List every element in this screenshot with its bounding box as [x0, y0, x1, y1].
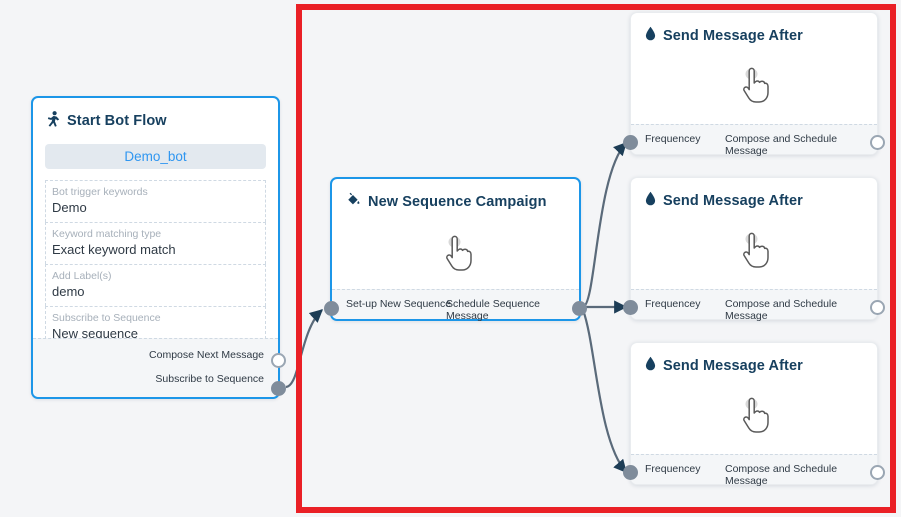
field-label: Add Label(s) [52, 270, 112, 282]
field-value: Exact keyword match [52, 242, 176, 257]
output-port-schedule-sequence-message[interactable] [572, 301, 587, 316]
output-port-label: Schedule Sequence Message [446, 298, 540, 322]
node-footer: Frequencey Compose and Schedule Message [631, 289, 877, 322]
port-label: Compose Next Message [149, 349, 264, 361]
node-footer: Frequencey Compose and Schedule Message [631, 124, 877, 157]
node-start-bot-flow[interactable]: Start Bot Flow Demo_bot Bot trigger keyw… [31, 96, 286, 399]
node-title-text: Send Message After [663, 192, 803, 209]
input-port-label: Set-up New Sequence [346, 298, 452, 310]
input-port-frequency[interactable] [623, 135, 638, 150]
node-title-text: Send Message After [663, 357, 803, 374]
port-row-subscribe-to-sequence[interactable]: Subscribe to Sequence [33, 367, 278, 391]
droplet-icon [645, 356, 656, 375]
node-new-sequence-campaign[interactable]: New Sequence Campaign Set-up New Sequenc… [324, 177, 587, 322]
port-row-compose-next-message[interactable]: Compose Next Message [33, 343, 278, 367]
bot-name-pill[interactable]: Demo_bot [45, 144, 266, 169]
field-label: Subscribe to Sequence [52, 312, 161, 324]
input-port-label: Frequencey [645, 463, 701, 475]
node-send-message-after[interactable]: Send Message After Frequencey Compose an… [623, 342, 885, 487]
field-list: Bot trigger keywords Demo Keyword matchi… [45, 180, 266, 349]
running-person-icon [47, 111, 60, 131]
input-port-set-up-new-sequence[interactable] [324, 301, 339, 316]
field-label: Keyword matching type [52, 228, 162, 240]
output-port-subscribe-to-sequence[interactable] [271, 381, 286, 396]
node-title-text: Start Bot Flow [67, 113, 167, 129]
hand-pointer-icon [731, 393, 777, 439]
field-value: New sequence [52, 326, 138, 341]
output-port-label: Compose and Schedule Message [725, 463, 838, 487]
droplet-icon [645, 191, 656, 210]
droplet-icon [645, 26, 656, 45]
input-port-label: Frequencey [645, 133, 701, 145]
hand-pointer-icon [731, 228, 777, 274]
field-value: demo [52, 284, 85, 299]
hand-pointer-icon [434, 231, 480, 277]
field-row[interactable]: Bot trigger keywords Demo [45, 180, 266, 222]
paint-bucket-icon [346, 192, 361, 211]
node-footer: Frequencey Compose and Schedule Message [631, 454, 877, 487]
field-row[interactable]: Add Label(s) demo [45, 264, 266, 306]
output-port-compose-next-message[interactable] [271, 353, 286, 368]
node-title: Send Message After [631, 178, 877, 210]
node-title: Send Message After [631, 343, 877, 375]
hand-pointer-icon [731, 63, 777, 109]
field-label: Bot trigger keywords [52, 186, 148, 198]
node-send-message-after[interactable]: Send Message After Frequencey Compose an… [623, 177, 885, 322]
field-value: Demo [52, 200, 87, 215]
port-label: Subscribe to Sequence [155, 373, 264, 385]
field-row[interactable]: Subscribe to Sequence New sequence [45, 306, 266, 349]
output-port-label: Compose and Schedule Message [725, 298, 838, 322]
node-title: Start Bot Flow [33, 98, 278, 131]
node-footer: Set-up New Sequence Schedule Sequence Me… [332, 289, 579, 322]
field-row[interactable]: Keyword matching type Exact keyword matc… [45, 222, 266, 264]
input-port-frequency[interactable] [623, 465, 638, 480]
output-port-compose-and-schedule-message[interactable] [870, 300, 885, 315]
output-port-label: Compose and Schedule Message [725, 133, 838, 157]
node-footer: Compose Next Message Subscribe to Sequen… [33, 338, 278, 397]
input-port-frequency[interactable] [623, 300, 638, 315]
output-port-compose-and-schedule-message[interactable] [870, 465, 885, 480]
node-title-text: New Sequence Campaign [368, 193, 547, 210]
input-port-label: Frequencey [645, 298, 701, 310]
output-port-compose-and-schedule-message[interactable] [870, 135, 885, 150]
node-title: New Sequence Campaign [332, 179, 579, 211]
node-title-text: Send Message After [663, 27, 803, 44]
node-send-message-after[interactable]: Send Message After Frequencey Compose an… [623, 12, 885, 157]
node-title: Send Message After [631, 13, 877, 45]
